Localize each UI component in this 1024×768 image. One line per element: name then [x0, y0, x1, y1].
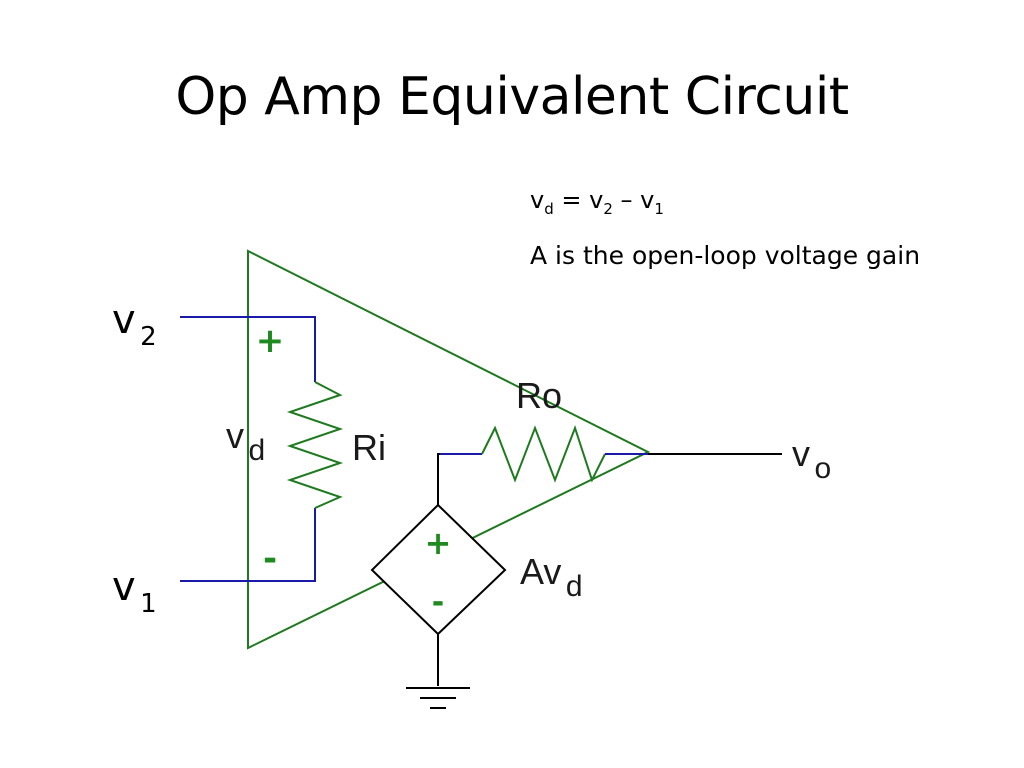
avd-label: Av d	[520, 551, 583, 603]
ro-resistor	[481, 425, 606, 483]
source-minus-sign: -	[432, 585, 444, 620]
ri-resistor	[286, 381, 344, 509]
source-plus-sign: +	[425, 524, 452, 562]
vd-equation: vd = v2 – v1	[530, 184, 664, 218]
eq-vd: v	[530, 186, 545, 214]
input-minus-sign: -	[263, 539, 277, 579]
page-title: Op Amp Equivalent Circuit	[175, 67, 849, 127]
avd-label-main: Av	[520, 551, 561, 592]
v1-label: v 1	[112, 564, 157, 619]
avd-label-sub: d	[566, 570, 583, 603]
v2-label-sub: 2	[140, 322, 157, 352]
vd-label-main: v	[226, 415, 244, 456]
eq-v1-sub: 1	[654, 200, 664, 218]
input-plus-sign: +	[256, 321, 285, 361]
ri-label: Ri	[352, 427, 386, 468]
v1-label-main: v	[112, 564, 136, 610]
ro-label: Ro	[516, 375, 562, 416]
vo-label-main: v	[792, 433, 810, 474]
vd-label: v d	[226, 415, 265, 467]
vo-label: v o	[792, 433, 831, 485]
vo-label-sub: o	[814, 452, 831, 485]
v1-label-sub: 1	[140, 589, 157, 619]
eq-minus: – v	[612, 186, 655, 214]
vd-label-sub: d	[248, 434, 265, 467]
gain-description: A is the open-loop voltage gain	[530, 241, 921, 270]
eq-vd-sub: d	[544, 200, 554, 218]
eq-v2-sub: 2	[603, 200, 613, 218]
v2-label: v 2	[112, 297, 157, 352]
v2-input-wire	[180, 316, 316, 382]
v2-label-main: v	[112, 297, 136, 343]
v1-input-wire	[180, 508, 316, 582]
source-to-ro-wire	[437, 453, 482, 505]
eq-mid: = v	[553, 186, 604, 214]
